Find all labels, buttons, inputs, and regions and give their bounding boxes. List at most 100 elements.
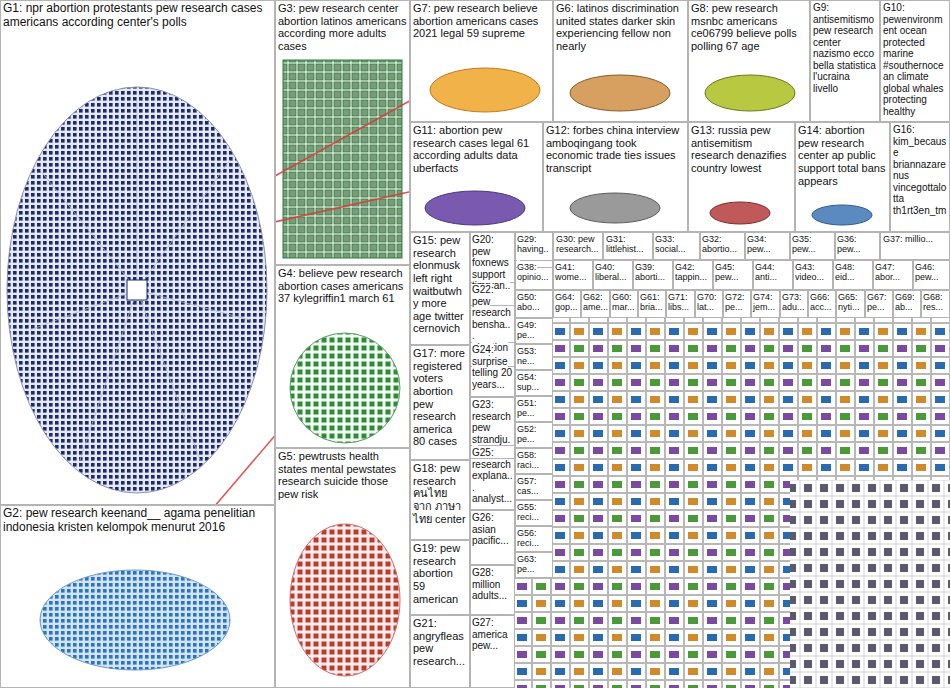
small-groups-grid: [553, 318, 950, 480]
group-box: G6: latinos discrimination united states…: [553, 0, 688, 122]
group-label: G56: reci...: [517, 528, 539, 548]
group-box: G39: aborti...: [633, 260, 673, 290]
group-label: G62: ame...: [583, 292, 608, 312]
group-label: G40: liberal...: [595, 262, 627, 282]
group-box: G32: abortio...: [700, 232, 745, 260]
group-box: G5: pewtrusts health states mental pewst…: [275, 448, 410, 688]
group-label: G25: research explana... analyst...: [472, 447, 513, 504]
group-box: G47: abor...: [873, 260, 913, 290]
group-box: G33: social...: [653, 232, 700, 260]
group-box: G60: mar...: [610, 290, 638, 318]
group-box: G66: acc...: [808, 290, 836, 318]
group-box: G41: wome...: [553, 260, 593, 290]
group-label: G21: angryfleas pew research...: [413, 617, 465, 667]
group-label: G43: video...: [795, 262, 824, 282]
group-box: G51: pe...: [515, 396, 553, 422]
cluster-g13: [710, 202, 770, 224]
internal-edge: [80, 290, 137, 460]
group-box: G11: abortion pew research cases legal 6…: [410, 122, 543, 232]
group-label: G53: ne...: [517, 346, 537, 366]
group-label: G71: libs...: [668, 292, 689, 312]
group-label: G9: antisemitismo pew research center na…: [813, 2, 876, 94]
group-box: G28: million adults...: [470, 565, 515, 615]
group-label: G55: reci...: [517, 502, 539, 522]
group-box: G35: pew...: [790, 232, 835, 260]
cluster-g11: [425, 191, 525, 225]
group-label: G18: pew research คนไทย จาก ภาษา ไทย cen…: [413, 462, 466, 525]
group-box: G57: cas...: [515, 474, 553, 500]
group-box: G68: res...: [921, 290, 950, 318]
internal-edge: [137, 290, 250, 320]
cluster-g5: [290, 524, 400, 676]
group-box: G50: abo...: [515, 290, 553, 318]
group-box: G43: video...: [793, 260, 833, 290]
group-label: G68: res...: [923, 292, 943, 312]
cluster-g2: [40, 570, 230, 670]
internal-edges: [30, 100, 250, 460]
group-label: G39: aborti...: [635, 262, 665, 282]
group-box: G63: pe...: [515, 552, 553, 578]
group-label: G63: pe...: [517, 554, 537, 574]
group-label: G11: abortion pew research cases legal 6…: [413, 124, 529, 174]
cluster-g12: [570, 193, 660, 223]
group-box: G17: more registered voters abortion pew…: [410, 345, 470, 460]
edge-line: [216, 436, 275, 505]
group-label: G42: tappin...: [675, 262, 707, 282]
isolates-grid: [790, 480, 950, 688]
group-box: G55: reci...: [515, 500, 553, 526]
group-label: G58: raci...: [517, 450, 539, 470]
group-label: G57: cas...: [517, 476, 539, 496]
group-label: G14: abortion pew research center ap pub…: [798, 124, 885, 187]
group-box: G1: npr abortion protestants pew researc…: [0, 0, 275, 505]
group-box: G16: kim_because briannazarenus vincegot…: [890, 122, 950, 232]
group-label: G51: pe...: [517, 398, 537, 418]
group-box: G54: sup...: [515, 370, 553, 396]
group-box: G7: pew research believe abortion americ…: [410, 0, 553, 122]
group-label: G67: pe...: [867, 292, 887, 312]
cluster-g3: [283, 60, 402, 258]
group-box: G34: pew...: [745, 232, 790, 260]
group-label: G52: pe...: [517, 424, 537, 444]
group-label: G66: acc...: [810, 292, 832, 312]
group-box: G13: russia pew antisemitism research de…: [688, 122, 795, 232]
group-box: G2: pew research keenand__ agama penelit…: [0, 505, 275, 688]
cluster-g7: [430, 68, 540, 112]
group-label: G4: believe pew research abortion cases …: [278, 267, 403, 304]
group-edge: [275, 101, 410, 176]
group-label: G2: pew research keenand__ agama penelit…: [3, 506, 255, 534]
group-box: G31: littlehist...: [603, 232, 653, 260]
internal-edge: [30, 290, 137, 330]
group-label: G5: pewtrusts health states mental pewst…: [278, 450, 396, 500]
group-label: G49: pe...: [517, 320, 537, 340]
edge-line: [275, 101, 410, 176]
group-box: G58: raci...: [515, 448, 553, 474]
group-box: G25: research explana... analyst...: [470, 445, 515, 510]
group-label: G7: pew research believe abortion americ…: [413, 2, 538, 39]
group-label: G50: abo...: [517, 292, 540, 312]
hub-vertex: [127, 280, 147, 300]
group-box: G14: abortion pew research center ap pub…: [795, 122, 890, 232]
edge-line: [275, 192, 410, 222]
group-box: G42: tappin...: [673, 260, 713, 290]
group-box: G30: pew research...: [553, 232, 603, 260]
internal-edge: [40, 170, 137, 290]
group-box: G53: ne...: [515, 344, 553, 370]
group-label: G47: abor...: [875, 262, 900, 282]
group-label: G36: pew...: [837, 234, 861, 254]
group-box: G52: pe...: [515, 422, 553, 448]
group-label: G64: gop...: [555, 292, 578, 312]
group-box: G18: pew research คนไทย จาก ภาษา ไทย cen…: [410, 460, 470, 540]
group-label: G74: jem...: [753, 292, 775, 312]
small-groups-grid: [515, 578, 553, 688]
group-label: G3: pew research center abortion latinos…: [278, 2, 406, 52]
group-label: G54: sup...: [517, 372, 539, 392]
group-box: G15: pew research elonmusk left right wa…: [410, 232, 470, 345]
internal-edge: [137, 160, 230, 290]
group-label: G6: latinos discrimination united states…: [556, 2, 679, 52]
group-label: G31: littlehist...: [606, 234, 644, 254]
group-box: G44: anti...: [753, 260, 793, 290]
group-label: G44: anti...: [755, 262, 777, 282]
group-label: G35: pew...: [792, 234, 816, 254]
group-box: G48: eid...: [833, 260, 873, 290]
